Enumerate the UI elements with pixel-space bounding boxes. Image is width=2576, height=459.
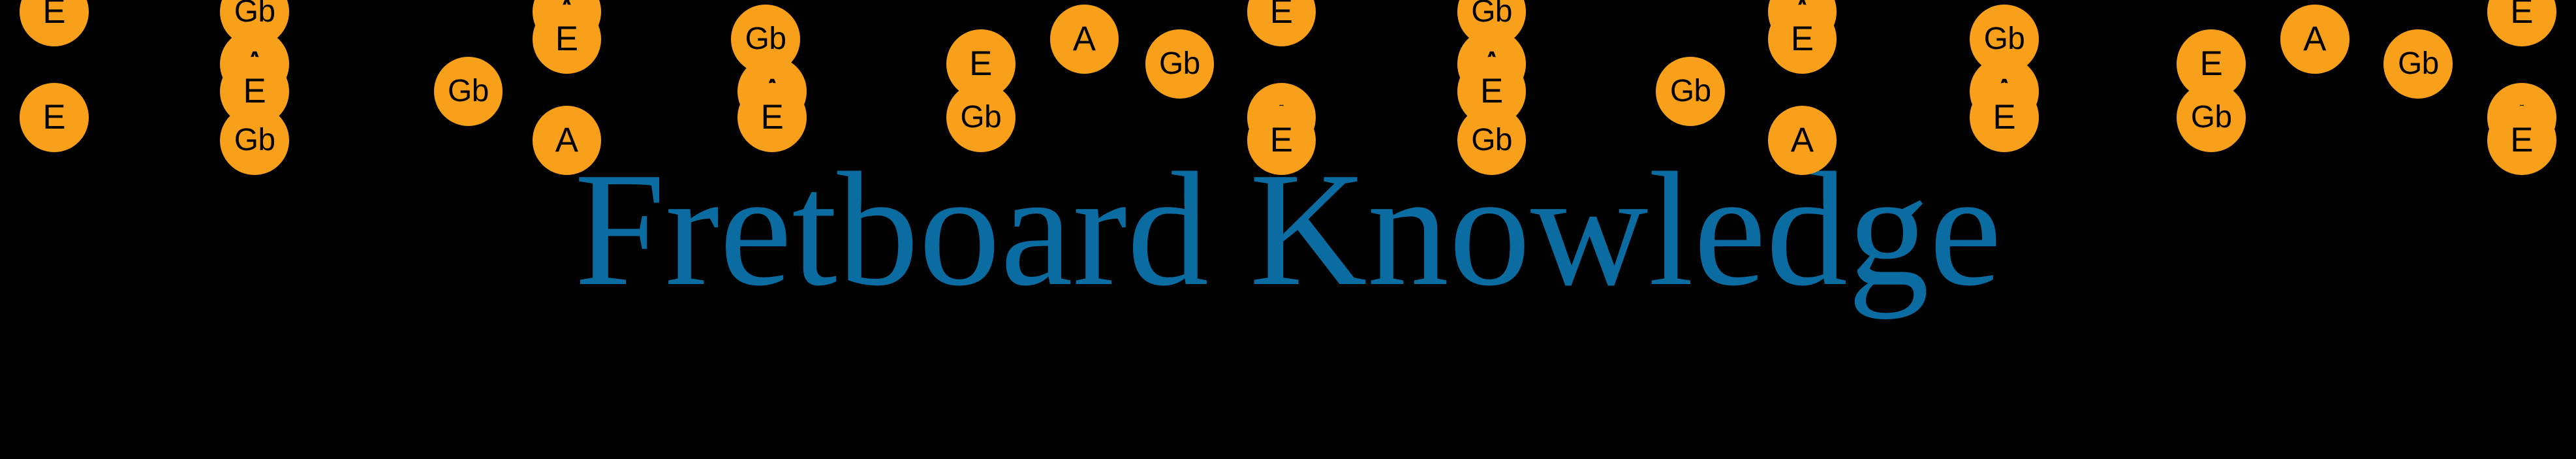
note-marker: A bbox=[532, 106, 602, 175]
note-marker: Gb bbox=[220, 106, 290, 175]
note-marker: E bbox=[737, 83, 807, 152]
note-marker: Gb bbox=[2177, 83, 2246, 152]
note-marker: A bbox=[1767, 106, 1837, 175]
note-marker: A bbox=[1049, 5, 1119, 74]
note-marker: E bbox=[1767, 5, 1837, 74]
note-marker: A bbox=[2280, 5, 2350, 74]
note-marker: E bbox=[20, 83, 89, 152]
note-marker: Gb bbox=[946, 83, 1016, 152]
note-marker: Gb bbox=[433, 57, 503, 126]
note-marker: Gb bbox=[1656, 57, 1726, 126]
note-marker: Gb bbox=[2383, 29, 2453, 99]
note-marker: E bbox=[1247, 106, 1316, 175]
note-marker: E bbox=[1970, 83, 2039, 152]
note-marker: Gb bbox=[1145, 29, 1215, 99]
note-marker: Gb bbox=[1457, 106, 1527, 175]
note-marker: E bbox=[532, 5, 602, 74]
note-marker: E bbox=[2487, 106, 2556, 175]
